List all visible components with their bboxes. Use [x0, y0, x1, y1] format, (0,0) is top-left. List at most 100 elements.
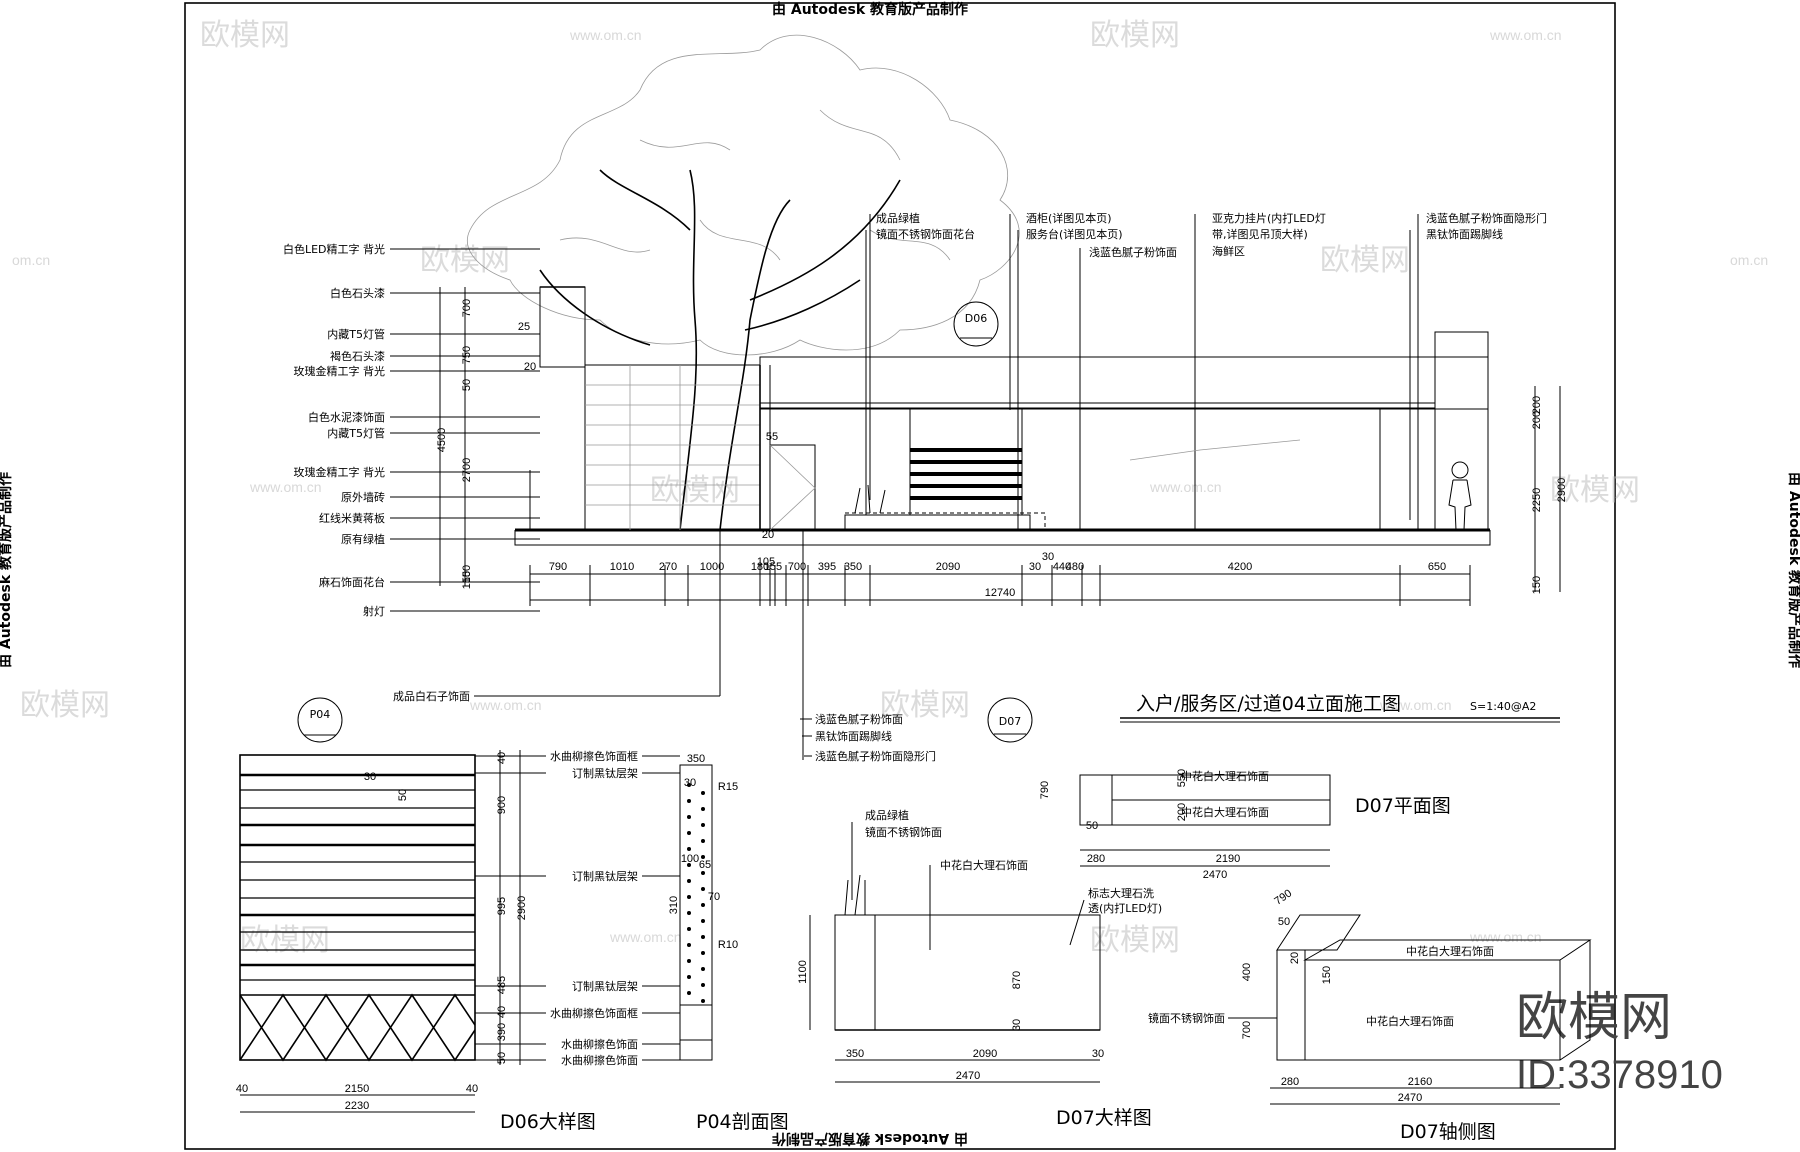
- dim-label: 790: [549, 561, 567, 573]
- d07-axon-top-left: [1276, 914, 1361, 951]
- d06-dim-v: 390: [496, 1023, 508, 1041]
- dim-label: 2090: [936, 561, 960, 573]
- dim-left: 150: [461, 571, 473, 589]
- watermark-brand: 欧模网: [1320, 243, 1410, 278]
- d07-detail-label: 成品绿植: [865, 808, 909, 822]
- dim-label: 180: [751, 561, 769, 573]
- d07-axon-dim: 790: [1272, 887, 1294, 907]
- left-label: 玫瑰金精工字 背光: [294, 364, 386, 378]
- watermark-site: www.om.cn: [469, 697, 542, 713]
- d07-detail-dim: 30: [1092, 1048, 1104, 1060]
- bottom-label: 浅蓝色腻子粉饰面: [815, 712, 903, 726]
- left-label: 白色石头漆: [330, 286, 385, 300]
- d06-dim-v: 2900: [516, 896, 528, 920]
- left-label: 白色水泥漆饰面: [308, 410, 385, 424]
- dim-right: 200: [1531, 396, 1543, 414]
- svg-text:中花白大理石饰面: 中花白大理石饰面: [1181, 769, 1269, 783]
- right-column: [1434, 331, 1489, 531]
- d06-lattice: [239, 993, 476, 1062]
- watermark-short: om.cn: [12, 252, 50, 268]
- dim-left: 150: [461, 565, 473, 583]
- p04-dim: 350: [687, 753, 705, 765]
- d07-plan-dim: 50: [1086, 820, 1098, 832]
- p04-dim: R10: [718, 939, 738, 951]
- plant-stems: [854, 484, 886, 514]
- svg-text:P04: P04: [310, 708, 331, 721]
- left-label: 原有绿植: [341, 532, 385, 546]
- dim-small: 55: [766, 431, 778, 443]
- d07-detail-dim: 2090: [973, 1048, 997, 1060]
- dim-left: 700: [461, 299, 473, 317]
- dim-right: 200: [1531, 411, 1543, 429]
- tag-d07: D07: [987, 697, 1033, 743]
- d07-axon-dim: 50: [1278, 916, 1290, 928]
- watermark-site: www.om.cn: [1379, 697, 1452, 713]
- dim-label: 700: [788, 561, 806, 573]
- watermark-brand: 欧模网: [880, 688, 970, 723]
- d07-axon-dim: 280: [1281, 1076, 1299, 1088]
- d06-label: 水曲柳擦色饰面: [561, 1037, 638, 1051]
- left-label: 内藏T5灯管: [327, 327, 385, 341]
- left-label: 玫瑰金精工字 背光: [294, 465, 386, 479]
- dim-label: 440: [1053, 561, 1071, 573]
- service-counter-base: [844, 514, 1031, 531]
- d06-dim-v: 900: [496, 796, 508, 814]
- d06-label: 水曲柳擦色饰面框: [550, 1006, 638, 1020]
- watermark-brand: 欧模网: [20, 688, 110, 723]
- tree-trunk: [679, 169, 698, 531]
- svg-text:镜面不锈钢饰面: 镜面不锈钢饰面: [1148, 1011, 1225, 1025]
- d07-plan-dim: 550: [1176, 769, 1188, 787]
- top-label: 服务台(详图见本页): [1026, 227, 1123, 241]
- elevation-drawing: D06 D07: [467, 34, 1491, 743]
- d06-dim-h: 2150: [345, 1083, 369, 1095]
- d07-plan-title: D07平面图: [1355, 795, 1451, 817]
- svg-text:中花白大理石饰面: 中花白大理石饰面: [1181, 805, 1269, 819]
- watermark-site: www.om.cn: [249, 479, 322, 495]
- dim-small: 20: [524, 361, 536, 373]
- p04-dim: 70: [708, 891, 720, 903]
- dim-left: 50: [461, 379, 473, 391]
- d06-dim-v: 40: [496, 1006, 508, 1018]
- left-label: 红线米黄蒋板: [319, 511, 385, 525]
- bottom-label: 成品白石子饰面: [393, 689, 470, 703]
- elevation-title: 入户/服务区/过道04立面施工图: [1136, 693, 1401, 715]
- ceiling-band: [759, 356, 1489, 410]
- d07-axon: 中花白大理石饰面 中花白大理石饰面 镜面不锈钢饰面 D07轴侧图: [1148, 914, 1592, 1143]
- banner-bottom: 由 Autodesk 教育版产品制作: [772, 1130, 968, 1147]
- top-label: 亚克力挂片(内打LED灯: [1212, 211, 1326, 225]
- d06-dim-h: 40: [236, 1083, 248, 1095]
- wine-shelves: [910, 448, 1022, 500]
- dim-label: 650: [1428, 561, 1446, 573]
- svg-text:D07: D07: [999, 715, 1021, 728]
- top-leader-labels: 成品绿植镜面不锈钢饰面花台酒柜(详图见本页)服务台(详图见本页)浅蓝色腻子粉饰面…: [865, 211, 1547, 530]
- d06-dim-v: 40: [496, 752, 508, 764]
- d07-detail-label: 镜面不锈钢饰面: [865, 825, 942, 839]
- dim-small: 105: [757, 556, 775, 568]
- d06-dim-v: 50: [496, 1052, 508, 1064]
- p04-dim: 30: [684, 777, 696, 789]
- watermark-short: om.cn: [1730, 252, 1768, 268]
- dim-small: 25: [518, 321, 530, 333]
- d06-title: D06大样图: [500, 1111, 596, 1133]
- top-label: 成品绿植: [876, 211, 920, 225]
- top-label: 镜面不锈钢饰面花台: [876, 227, 975, 241]
- d07-axon-dim: 20: [1289, 952, 1301, 964]
- d06-label: 水曲柳擦色饰面: [561, 1053, 638, 1067]
- dim-left: 2700: [461, 458, 473, 482]
- service-counter-outline: [844, 512, 1046, 531]
- d06-label: 订制黑钛层架: [572, 766, 638, 780]
- p04-dim: 310: [668, 896, 680, 914]
- watermark-site: www.om.cn: [609, 929, 682, 945]
- top-label: 海鲜区: [1212, 244, 1245, 258]
- d06-label: 订制黑钛层架: [572, 979, 638, 993]
- top-label: 黑钛饰面踢脚线: [1426, 227, 1503, 241]
- d06-label: 水曲柳擦色饰面框: [550, 749, 638, 763]
- d06-detail: P04 D06大样图: [239, 697, 596, 1133]
- banner-top: 由 Autodesk 教育版产品制作: [772, 1, 968, 18]
- bottom-label: 浅蓝色腻子粉饰面隐形门: [815, 749, 936, 763]
- d07-detail-label: 中花白大理石饰面: [940, 858, 1028, 872]
